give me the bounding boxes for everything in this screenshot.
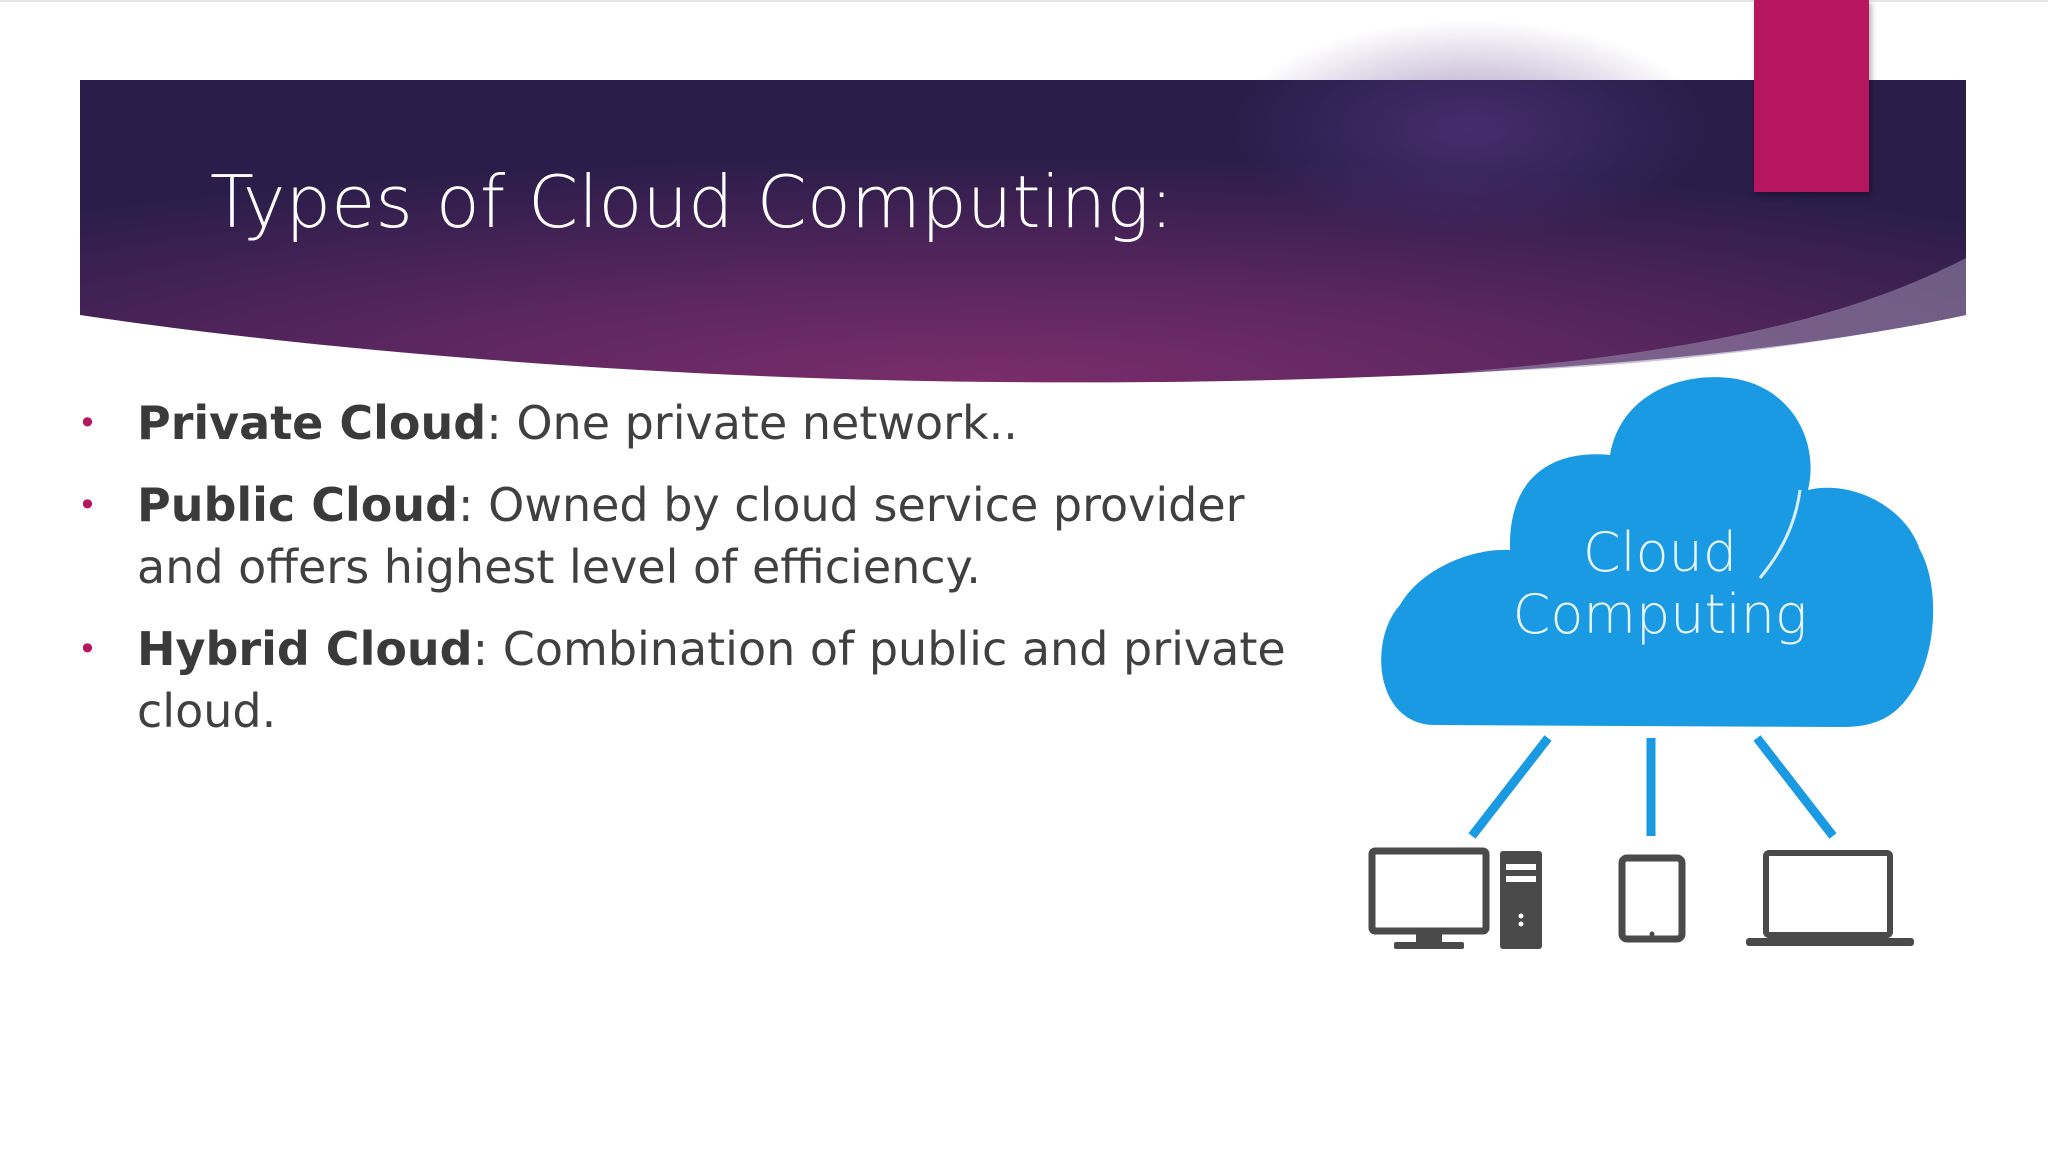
laptop-icon — [1746, 850, 1914, 946]
cloud-label-line1: Cloud — [1582, 521, 1738, 584]
bullet-term: Hybrid Cloud — [137, 622, 473, 676]
bullet-separator: : — [458, 478, 489, 532]
bullet-term: Private Cloud — [137, 396, 487, 450]
bullet-text: Owned by cloud service provider and offe… — [137, 478, 1245, 594]
connector-lines — [1468, 735, 1837, 839]
bullet-private-cloud: • Private Cloud: One private network.. — [70, 392, 1330, 454]
bullet-text: Combination of public and private cloud. — [137, 622, 1286, 738]
top-divider — [0, 0, 2048, 2]
bullet-dot-icon: • — [78, 404, 97, 442]
bullet-dot-icon: • — [78, 630, 97, 668]
bullet-dot-icon: • — [78, 486, 97, 524]
bullet-list: • Private Cloud: One private network.. • P… — [70, 392, 1330, 762]
slide-title: Types of Cloud Computing: — [210, 160, 1174, 244]
bullet-separator: : — [486, 396, 517, 450]
cloud-icon — [1381, 377, 1934, 727]
tablet-icon — [1618, 854, 1686, 943]
bullet-term: Public Cloud — [137, 478, 459, 532]
bullet-hybrid-cloud: • Hybrid Cloud: Combination of public and… — [70, 618, 1330, 742]
bullet-public-cloud: • Public Cloud: Owned by cloud service pr… — [70, 474, 1330, 598]
tower-icon — [1500, 851, 1542, 949]
bullet-text: One private network.. — [516, 396, 1018, 450]
cloud-label-line2: Computing — [1512, 583, 1808, 646]
cloud-computing-illustration — [1368, 377, 1934, 949]
accent-bar — [1754, 0, 1869, 192]
bullet-separator: : — [472, 622, 503, 676]
title-banner — [80, 20, 1966, 383]
desktop-icon — [1368, 847, 1490, 949]
